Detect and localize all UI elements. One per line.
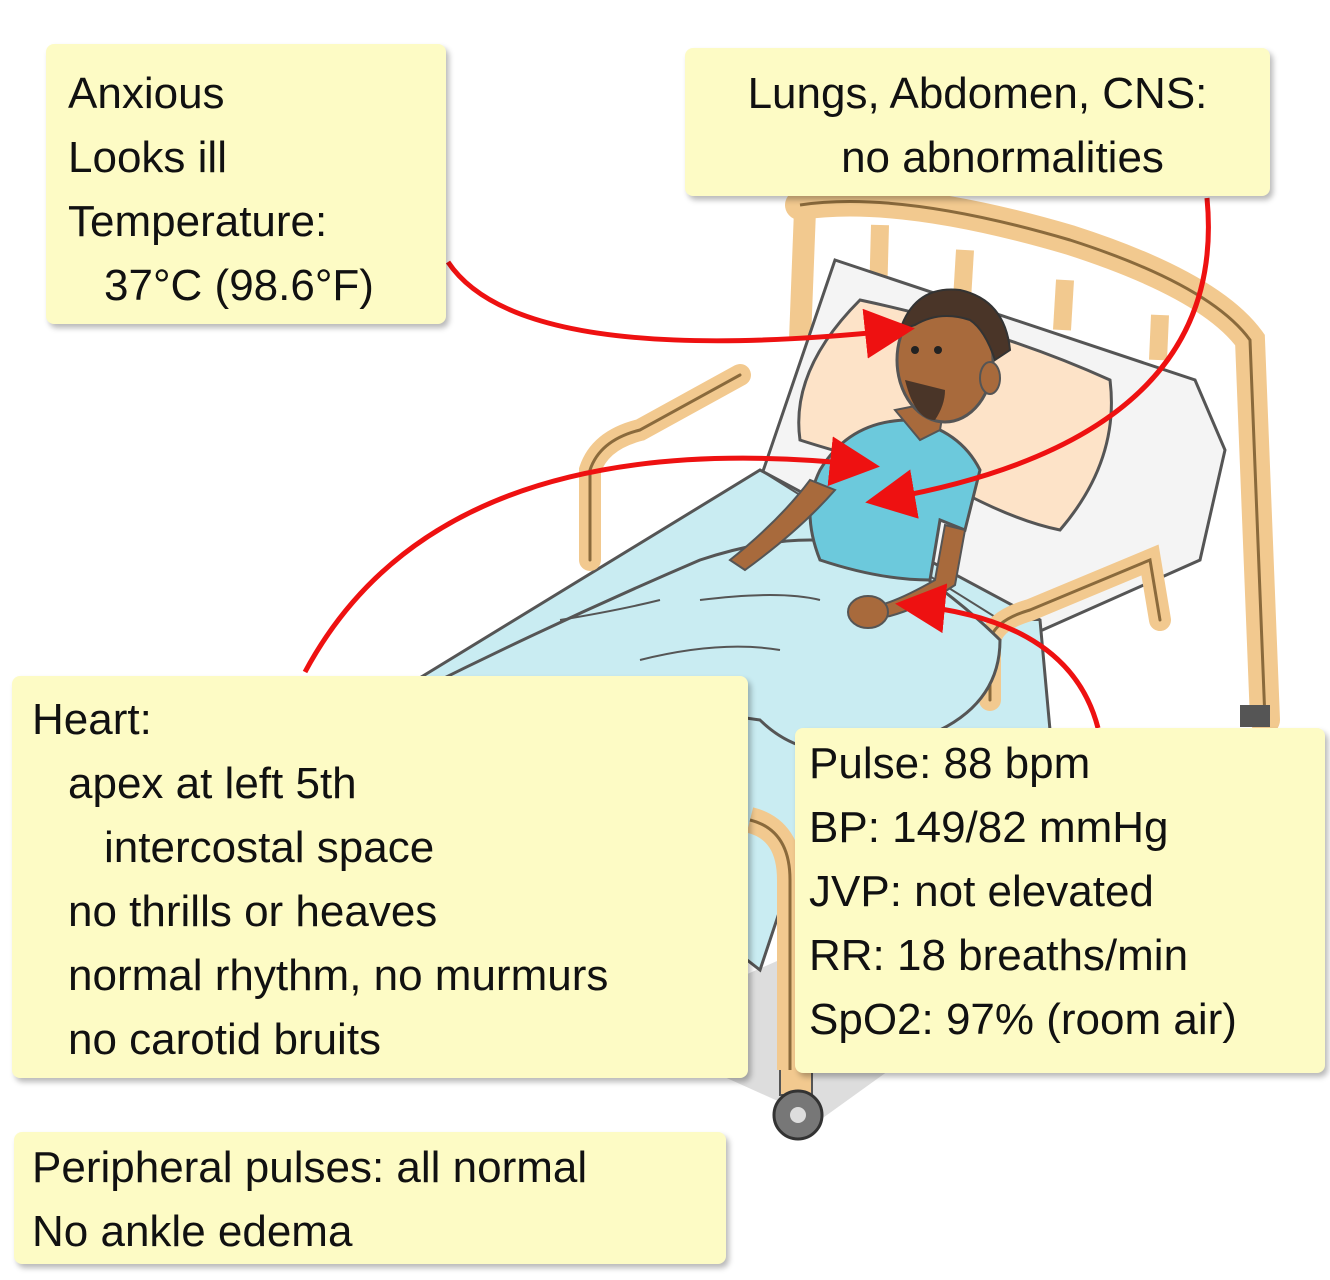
arrow-general-to-head	[445, 260, 915, 359]
note-line: normal rhythm, no murmurs	[68, 951, 609, 1000]
note-line: JVP: not elevated	[809, 867, 1154, 916]
vitals-note: Pulse: 88 bpm BP: 149/82 mmHg JVP: not e…	[795, 728, 1325, 1073]
note-line: No ankle edema	[32, 1207, 353, 1256]
note-line: no carotid bruits	[68, 1015, 382, 1064]
note-line: BP: 149/82 mmHg	[809, 803, 1169, 852]
systems-note: Lungs, Abdomen, CNS: no abnormalities	[685, 48, 1270, 196]
arrow-heart-to-chest	[302, 436, 880, 674]
arrow-systems-to-chest	[865, 197, 1211, 519]
note-line: Pulse: 88 bpm	[809, 739, 1091, 788]
note-line: RR: 18 breaths/min	[809, 931, 1189, 980]
note-line: Lungs, Abdomen, CNS:	[747, 69, 1208, 118]
annotation-arrows	[302, 197, 1211, 729]
note-line: apex at left 5th	[68, 759, 357, 808]
arrow-vitals-to-hand	[895, 583, 1101, 729]
note-line: Anxious	[68, 69, 225, 118]
heart-note: Heart: apex at left 5th intercostal spac…	[12, 676, 748, 1078]
note-line: Looks ill	[68, 133, 227, 182]
note-line: Temperature:	[68, 197, 328, 246]
note-line: 37°C (98.6°F)	[104, 261, 374, 310]
peripheral-note: Peripheral pulses: all normal No ankle e…	[14, 1132, 726, 1264]
head-rail	[785, 186, 1280, 735]
note-line: no abnormalities	[841, 133, 1164, 182]
note-line: Heart:	[32, 695, 152, 744]
general-appearance-note: Anxious Looks ill Temperature: 37°C (98.…	[46, 44, 446, 324]
patient-head	[893, 288, 1012, 442]
note-line: Peripheral pulses: all normal	[32, 1143, 588, 1192]
note-line: no thrills or heaves	[68, 887, 438, 936]
note-line: SpO2: 97% (room air)	[809, 995, 1237, 1044]
note-line: intercostal space	[104, 823, 435, 872]
foot-rail	[746, 807, 803, 1070]
